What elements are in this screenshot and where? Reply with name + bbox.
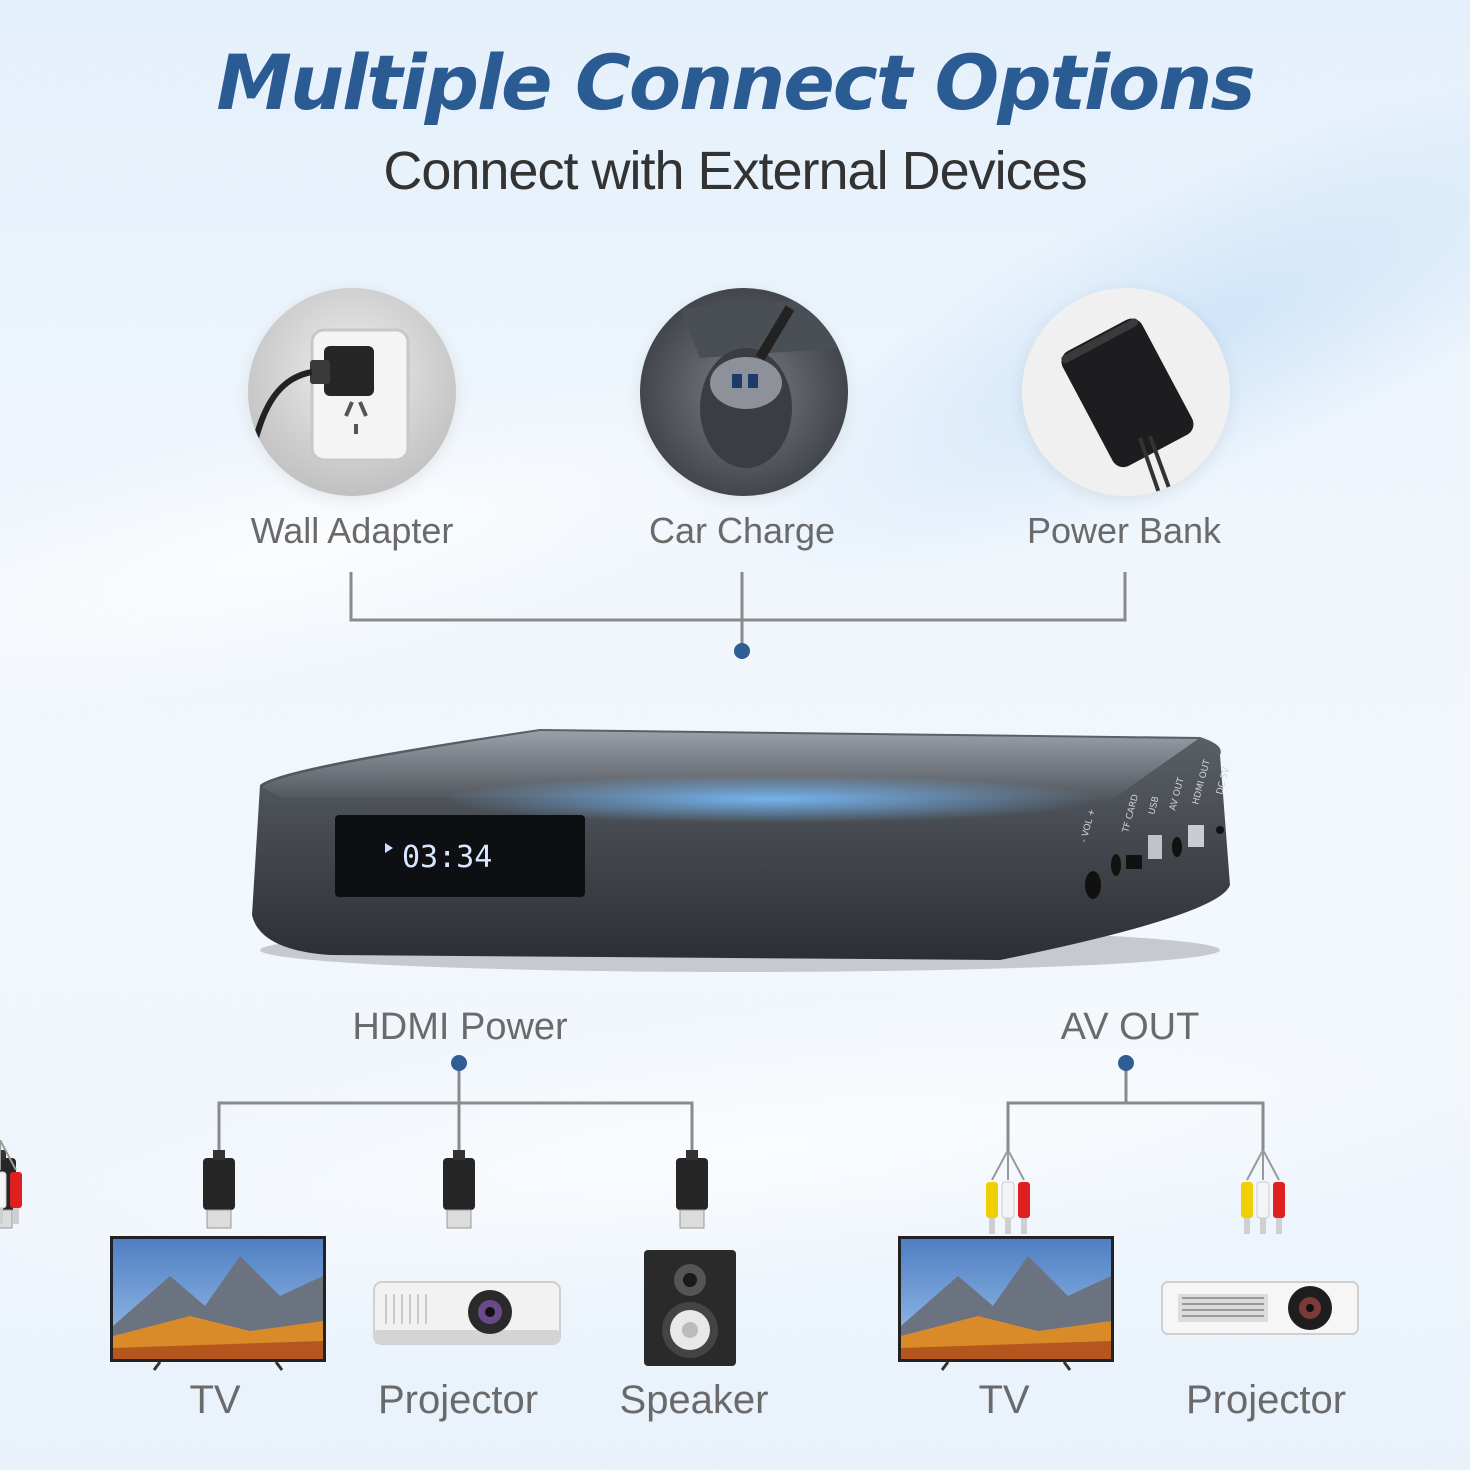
connection-dot [1118, 1055, 1134, 1071]
av-group-label: AV OUT [1060, 1006, 1200, 1048]
projector-icon [373, 1281, 561, 1345]
rca-plugs [0, 1140, 1286, 1235]
device-label: TV [978, 1378, 1030, 1422]
page-subtitle: Connect with External Devices [383, 141, 1087, 201]
rca-plug-icon [985, 1149, 1031, 1235]
speaker-icon [644, 1250, 736, 1366]
volume-port-icon [1085, 871, 1101, 899]
rca-plug-icon [1240, 1149, 1286, 1235]
power-source-label: Power Bank [1026, 510, 1222, 551]
connection-dot [451, 1055, 467, 1071]
power-source-label: Car Charge [648, 510, 836, 551]
device-label: Projector [377, 1378, 539, 1422]
page-title: Multiple Connect Options [216, 38, 1255, 127]
tv-icon [898, 1236, 1114, 1371]
device-label: TV [189, 1378, 241, 1422]
headphone-port-icon [1111, 854, 1121, 876]
display-time: 03:34 [402, 840, 492, 875]
usb-port-icon [1148, 835, 1162, 859]
car-charger-icon [640, 288, 848, 496]
port-label: USB [1147, 795, 1161, 815]
av-bracket-line [1006, 1063, 1265, 1150]
device-label: Projector [1185, 1378, 1347, 1422]
wall-adapter-icon [248, 288, 456, 496]
av-out-port-icon [1172, 837, 1182, 857]
projector-icon [1161, 1281, 1359, 1335]
tf-card-port-icon [1126, 855, 1142, 869]
dvd-player-image: 03:34 - VOL + TF CARD USB AV OUT HDMI OU… [252, 729, 1232, 972]
dc-port-icon [1216, 826, 1224, 834]
power-source-label: Wall Adapter [250, 510, 454, 551]
power-bank-icon [1022, 288, 1230, 496]
connection-dot [734, 643, 750, 659]
device-label: Speaker [619, 1378, 769, 1422]
hdmi-out-port-icon [1188, 825, 1204, 847]
display-panel [335, 815, 585, 897]
power-bracket-line [349, 572, 1127, 622]
tv-icon [110, 1236, 326, 1371]
hdmi-group-label: HDMI Power [352, 1006, 568, 1048]
